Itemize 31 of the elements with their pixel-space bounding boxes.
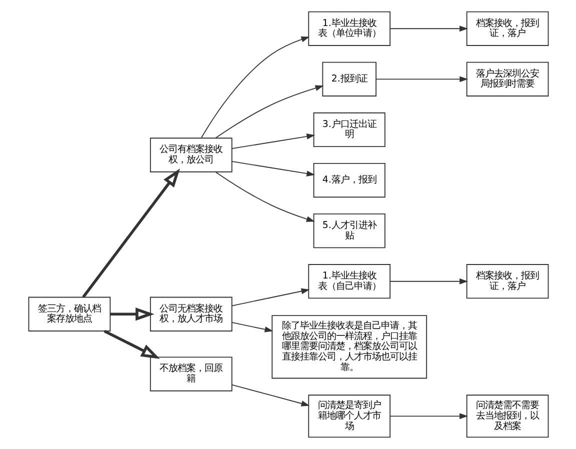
arrow — [200, 36, 310, 138]
node-box: 1.毕业生接收表（单位申请） — [308, 11, 390, 46]
node-box: 2.报到证 — [322, 62, 376, 96]
arrow — [103, 330, 160, 359]
arrow — [389, 278, 468, 284]
arrow — [389, 26, 468, 32]
arrow — [214, 85, 324, 138]
node-box: 问清楚需不需要去当地报到，以及档案 — [466, 394, 548, 438]
node-box: 问清楚是寄到户籍地哪个人才市场 — [308, 394, 390, 438]
arrow — [230, 134, 315, 150]
node-box: 1.毕业生接收表（自己申请） — [308, 264, 390, 299]
arrow — [389, 413, 468, 420]
arrow — [110, 308, 154, 321]
arrow — [82, 168, 180, 298]
node-box: 档案接收，报到证，落户 — [466, 11, 548, 46]
node-box: 4.落户，报到 — [312, 162, 385, 198]
node-box: 档案接收，报到证，落户 — [466, 264, 548, 299]
arrow — [375, 76, 468, 82]
node-box: 公司无档案接收权，放人才市场 — [149, 296, 232, 332]
arrow — [230, 322, 273, 332]
arrow — [230, 160, 315, 176]
node-box: 不放档案，回原籍 — [149, 356, 232, 392]
node-box: 签三方，确认档案存放地点 — [28, 296, 110, 332]
arrow — [214, 172, 314, 222]
arrow — [230, 384, 310, 406]
node-box: 3.户口迁出证明 — [312, 112, 385, 148]
node-box: 5.人才引进补贴 — [312, 214, 385, 248]
node-box: 公司有档案接收权，放公司 — [149, 138, 232, 172]
node-box: 落户去深圳公安局报到时需要 — [466, 62, 548, 96]
arrow — [230, 288, 310, 306]
node-box: 除了毕业生接收表是自己申请，其他跟放公司的一样流程，户口挂靠哪里需要问清楚，档案放公司可以直接挂靠公司，人才市场也可以挂靠。 — [271, 315, 427, 379]
